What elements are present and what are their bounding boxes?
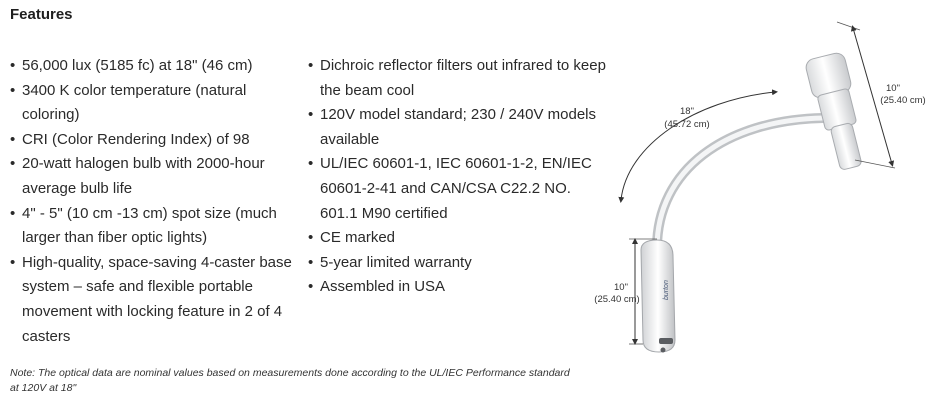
list-item: 56,000 lux (5185 fc) at 18" (46 cm): [10, 54, 305, 79]
base-height-cm: (25.40 cm): [594, 294, 639, 305]
list-item: 3400 K color temperature (natural colori…: [10, 79, 305, 128]
list-item: 20-watt halogen bulb with 2000-hour aver…: [10, 152, 305, 201]
list-item: CE marked: [308, 226, 608, 251]
list-item: 4" - 5" (10 cm -13 cm) spot size (much l…: [10, 202, 305, 251]
list-item: UL/IEC 60601-1, IEC 60601-1-2, EN/IEC 60…: [308, 152, 608, 226]
list-item: CRI (Color Rendering Index) of 98: [10, 128, 305, 153]
footnote: Note: The optical data are nominal value…: [10, 367, 570, 394]
base-height-inches: 10": [614, 282, 628, 293]
brand-logo: burton: [663, 280, 670, 300]
features-list-right: Dichroic reflector filters out infrared …: [308, 54, 608, 300]
lamp-base: burton: [640, 239, 676, 353]
list-item: Assembled in USA: [308, 275, 608, 300]
list-item: 5-year limited warranty: [308, 251, 608, 276]
head-height-inches: 10": [886, 83, 900, 94]
section-title: Features: [10, 6, 73, 23]
features-list-left: 56,000 lux (5185 fc) at 18" (46 cm) 3400…: [10, 54, 305, 349]
arm-length-cm: (45.72 cm): [664, 119, 709, 130]
exam-light-diagram: burton 10" (25.40 cm) 18" (45.72 cm) 10"…: [594, 21, 926, 353]
list-item: 120V model standard; 230 / 240V models a…: [308, 103, 608, 152]
lamp-head: [805, 52, 862, 170]
arm-length-inches: 18": [680, 106, 694, 117]
gooseneck-arm: [652, 113, 828, 253]
list-item: Dichroic reflector filters out infrared …: [308, 54, 608, 103]
head-height-cm: (25.40 cm): [880, 95, 925, 106]
list-item: High-quality, space-saving 4-caster base…: [10, 251, 305, 349]
